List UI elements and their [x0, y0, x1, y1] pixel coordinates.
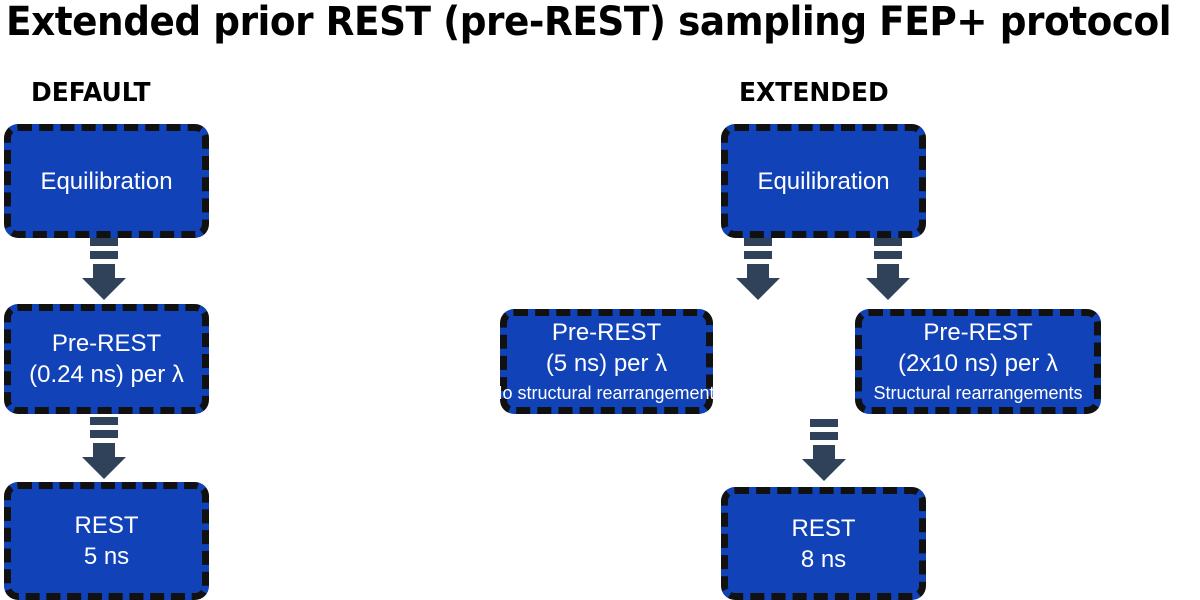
arrow-down-icon-default-prerest-to-rest	[81, 417, 127, 480]
box-extended-rest[interactable]: REST 8 ns	[721, 487, 926, 600]
box-default-prerest[interactable]: Pre-REST (0.24 ns) per λ	[4, 304, 209, 414]
box-line-2: (2x10 ns) per λ	[897, 350, 1059, 377]
arrow-down-icon-extended-equilibration-to-prerest-left	[735, 238, 781, 301]
box-line-1: Pre-REST	[923, 319, 1033, 346]
box-line-2: (5 ns) per λ	[545, 350, 668, 377]
column-heading-extended: EXTENDED	[739, 78, 889, 108]
page-title: Extended prior REST (pre-REST) sampling …	[6, 0, 1172, 45]
column-heading-default: DEFAULT	[31, 78, 151, 108]
box-subtext: Structural rearrangements	[873, 383, 1083, 403]
box-extended-equilibration[interactable]: Equilibration	[721, 124, 926, 238]
box-line-1: Equilibration	[757, 167, 890, 195]
box-line-2: 5 ns	[83, 543, 130, 570]
box-extended-prerest-short[interactable]: Pre-REST (5 ns) per λ No structural rear…	[489, 309, 724, 414]
box-line-2: 8 ns	[800, 545, 847, 573]
box-extended-prerest-long[interactable]: Pre-REST (2x10 ns) per λ Structural rear…	[855, 309, 1101, 414]
box-line-1: Pre-REST	[551, 319, 662, 346]
box-line-1: REST	[791, 514, 856, 542]
box-default-equilibration[interactable]: Equilibration	[4, 124, 209, 238]
box-line-1: REST	[74, 512, 139, 539]
box-line-1: Equilibration	[40, 167, 173, 195]
box-subtext: No structural rearrangements	[489, 383, 724, 403]
box-line-1: Pre-REST	[51, 330, 162, 357]
box-default-rest[interactable]: REST 5 ns	[4, 482, 209, 600]
arrow-down-icon-extended-prerest-to-rest	[801, 419, 847, 482]
box-line-2: (0.24 ns) per λ	[29, 361, 184, 388]
arrow-down-icon-extended-equilibration-to-prerest-right	[865, 238, 911, 301]
arrow-down-icon-default-equilibration-to-prerest	[81, 238, 127, 301]
